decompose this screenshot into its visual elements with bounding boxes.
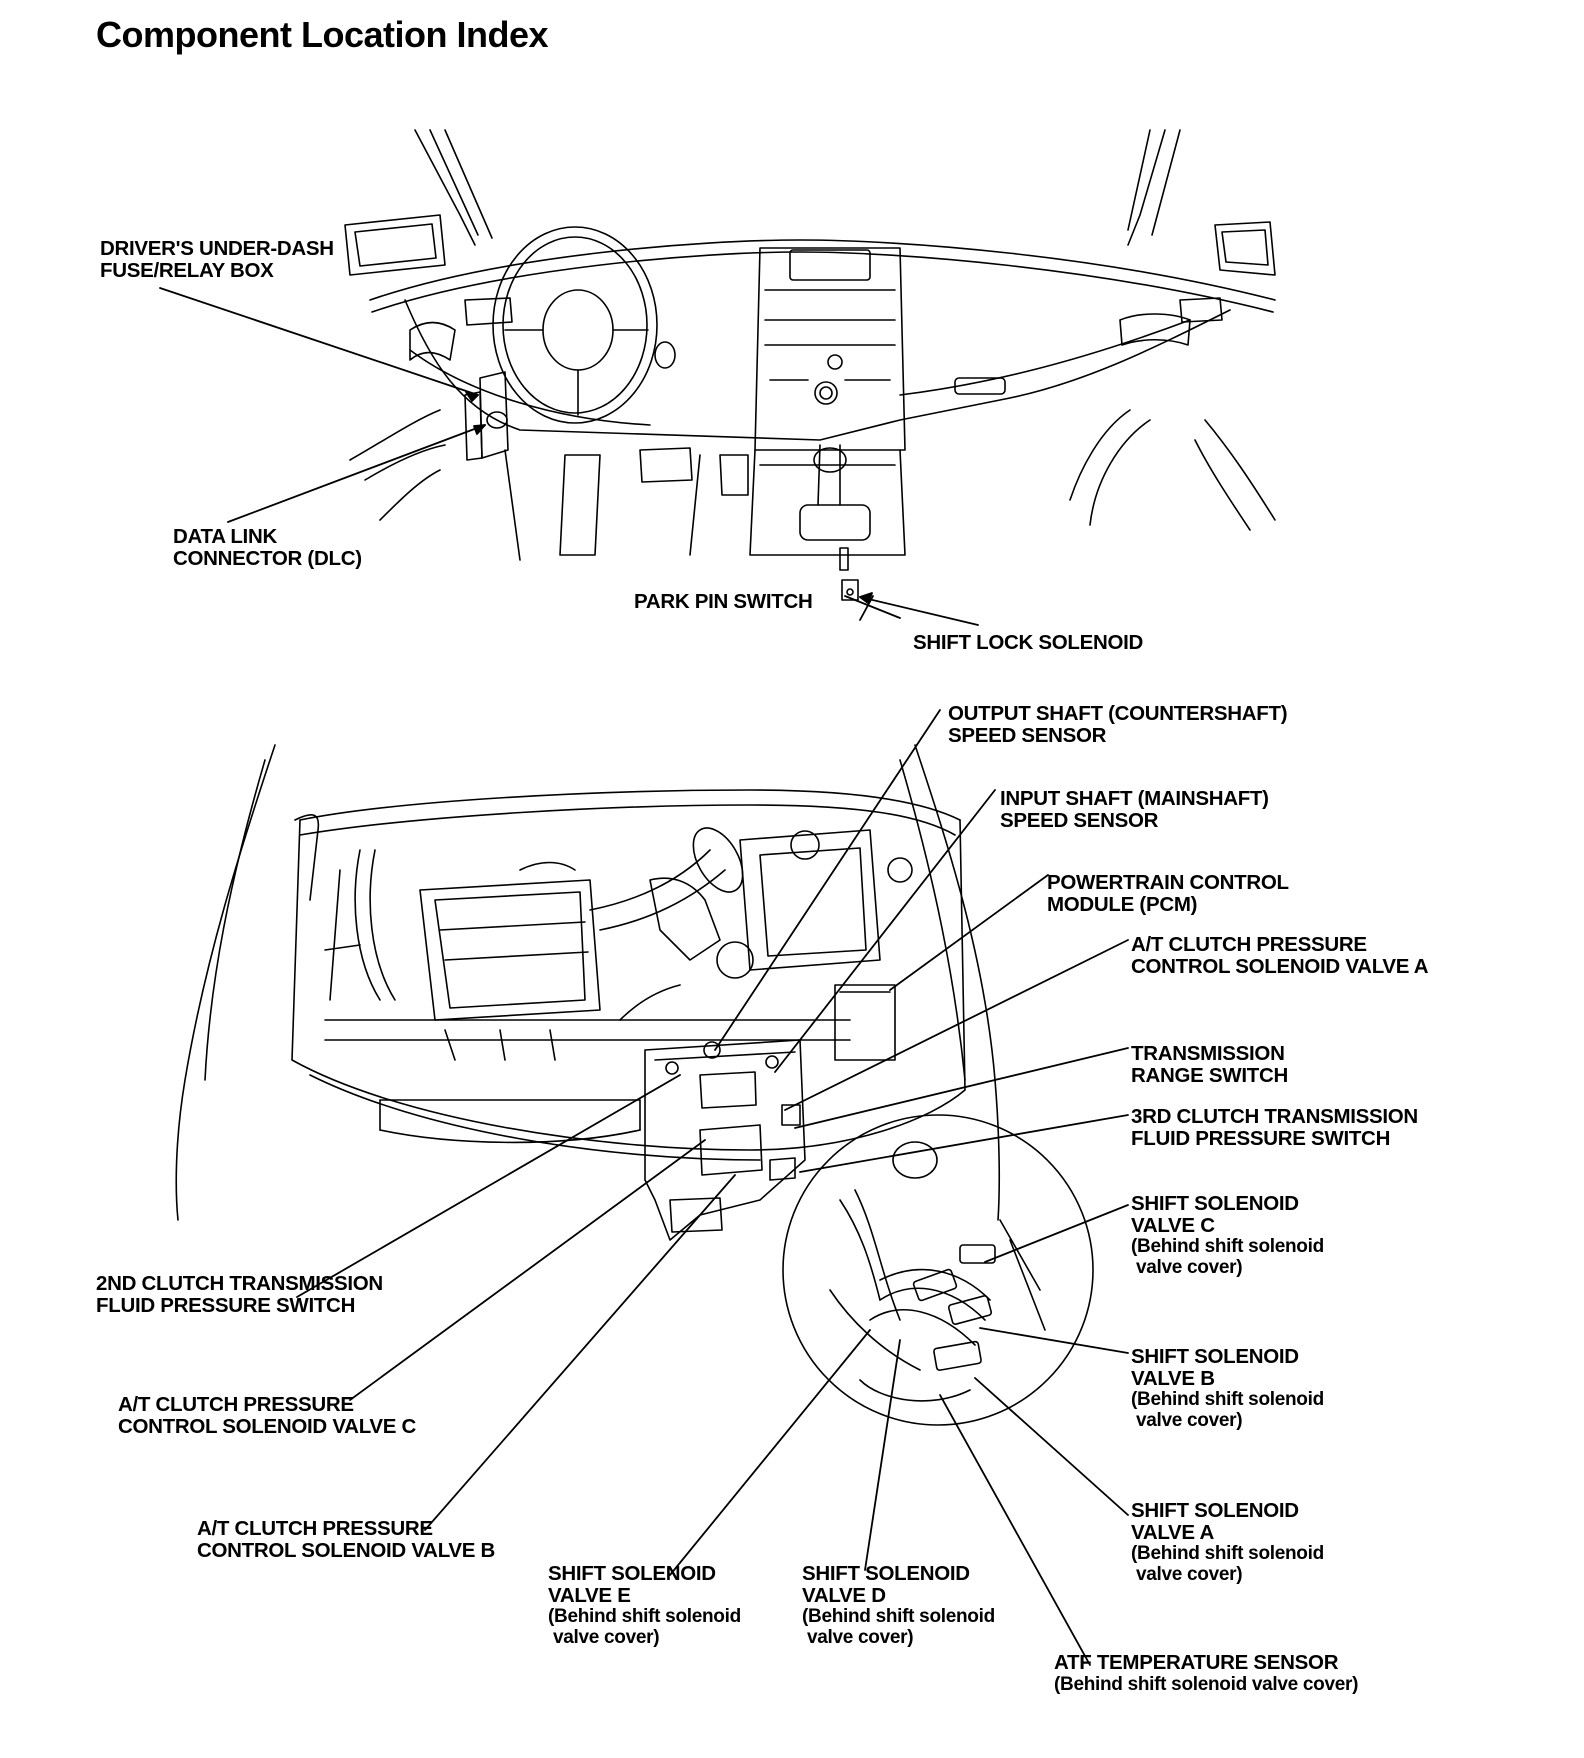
label-line: A/T CLUTCH PRESSURE <box>118 1393 354 1416</box>
label-line: FLUID PRESSURE SWITCH <box>96 1293 356 1317</box>
label-note: (Behind shift solenoid <box>548 1606 741 1627</box>
label-shift-solenoid-d: SHIFT SOLENOID VALVE D (Behind shift sol… <box>802 1563 995 1648</box>
label-line: CONTROL SOLENOID VALVE C <box>118 1414 417 1438</box>
page-title: Component Location Index <box>96 14 549 55</box>
label-line: VALVE A <box>1131 1520 1214 1544</box>
label-line: VALVE B <box>1131 1366 1215 1390</box>
label-line: FLUID PRESSURE SWITCH <box>1131 1126 1391 1150</box>
label-line: SHIFT SOLENOID <box>802 1562 970 1585</box>
label-line: INPUT SHAFT (MAINSHAFT) <box>1000 787 1269 810</box>
label-line: 3RD CLUTCH TRANSMISSION <box>1131 1105 1418 1128</box>
label-line: A/T CLUTCH PRESSURE <box>197 1517 433 1540</box>
label-shift-solenoid-e: SHIFT SOLENOID VALVE E (Behind shift sol… <box>548 1563 741 1648</box>
label-note: (Behind shift solenoid <box>1131 1543 1324 1564</box>
label-underdash-fuse-relay-box: DRIVER'S UNDER-DASH FUSE/RELAY BOX <box>100 238 334 281</box>
label-line: VALVE D <box>802 1583 886 1607</box>
label-line: 2ND CLUTCH TRANSMISSION <box>96 1272 383 1295</box>
label-line: SHIFT SOLENOID <box>548 1562 716 1585</box>
label-shift-solenoid-b: SHIFT SOLENOID VALVE B (Behind shift sol… <box>1131 1346 1324 1431</box>
label-shift-solenoid-a: SHIFT SOLENOID VALVE A (Behind shift sol… <box>1131 1500 1324 1585</box>
label-line: OUTPUT SHAFT (COUNTERSHAFT) <box>948 702 1288 725</box>
label-line: RANGE SWITCH <box>1131 1063 1288 1087</box>
label-line: DATA LINK <box>173 525 277 548</box>
label-transmission-range-switch: TRANSMISSION RANGE SWITCH <box>1131 1043 1288 1086</box>
label-note: valve cover) <box>1131 1410 1243 1431</box>
label-line: TRANSMISSION <box>1131 1042 1285 1065</box>
label-input-shaft-speed-sensor: INPUT SHAFT (MAINSHAFT) SPEED SENSOR <box>1000 788 1269 831</box>
label-shift-solenoid-c: SHIFT SOLENOID VALVE C (Behind shift sol… <box>1131 1193 1324 1278</box>
label-line: POWERTRAIN CONTROL <box>1047 871 1289 894</box>
label-second-clutch-pressure-switch: 2ND CLUTCH TRANSMISSION FLUID PRESSURE S… <box>96 1273 383 1316</box>
label-note: (Behind shift solenoid valve cover) <box>1054 1673 1359 1695</box>
label-line: SPEED SENSOR <box>1000 808 1159 832</box>
label-note: valve cover) <box>1131 1257 1243 1278</box>
label-line: MODULE (PCM) <box>1047 892 1198 916</box>
label-note: valve cover) <box>802 1627 914 1648</box>
label-line: SHIFT SOLENOID <box>1131 1345 1299 1368</box>
label-line: ATF TEMPERATURE SENSOR <box>1054 1651 1339 1674</box>
label-note: (Behind shift solenoid <box>1131 1389 1324 1410</box>
label-note: (Behind shift solenoid <box>1131 1236 1324 1257</box>
label-line: CONTROL SOLENOID VALVE B <box>197 1538 496 1562</box>
label-output-shaft-speed-sensor: OUTPUT SHAFT (COUNTERSHAFT) SPEED SENSOR <box>948 702 1288 747</box>
label-line: VALVE E <box>548 1583 631 1607</box>
label-park-pin-switch: PARK PIN SWITCH <box>634 590 813 613</box>
label-line: SPEED SENSOR <box>948 723 1107 747</box>
label-note: valve cover) <box>548 1627 660 1648</box>
dashboard-illustration <box>344 129 1276 601</box>
label-data-link-connector: DATA LINK CONNECTOR (DLC) <box>173 526 362 569</box>
label-at-clutch-solenoid-a: A/T CLUTCH PRESSURE CONTROL SOLENOID VAL… <box>1131 933 1429 978</box>
label-third-clutch-pressure-switch: 3RD CLUTCH TRANSMISSION FLUID PRESSURE S… <box>1131 1106 1418 1149</box>
label-pcm: POWERTRAIN CONTROL MODULE (PCM) <box>1047 872 1289 915</box>
label-line: SHIFT SOLENOID <box>1131 1499 1299 1522</box>
label-shift-lock-solenoid: SHIFT LOCK SOLENOID <box>913 631 1144 654</box>
label-line: SHIFT SOLENOID <box>1131 1192 1299 1215</box>
engine-leader-lines <box>296 709 1129 1666</box>
label-atf-temperature-sensor: ATF TEMPERATURE SENSOR (Behind shift sol… <box>1054 1652 1358 1695</box>
interior-leader-lines <box>159 287 979 626</box>
label-line: A/T CLUTCH PRESSURE <box>1131 933 1367 956</box>
label-at-clutch-solenoid-c: A/T CLUTCH PRESSURE CONTROL SOLENOID VAL… <box>118 1394 416 1437</box>
label-line: VALVE C <box>1131 1213 1215 1237</box>
engine-bay-illustration <box>175 744 1094 1426</box>
label-at-clutch-solenoid-b: A/T CLUTCH PRESSURE CONTROL SOLENOID VAL… <box>197 1518 495 1561</box>
label-line: CONTROL SOLENOID VALVE A <box>1131 954 1429 978</box>
label-line: FUSE/RELAY BOX <box>100 258 274 282</box>
label-note: valve cover) <box>1131 1564 1243 1585</box>
label-line: CONNECTOR (DLC) <box>173 546 362 570</box>
label-note: (Behind shift solenoid <box>802 1606 995 1627</box>
label-line: DRIVER'S UNDER-DASH <box>100 237 334 260</box>
